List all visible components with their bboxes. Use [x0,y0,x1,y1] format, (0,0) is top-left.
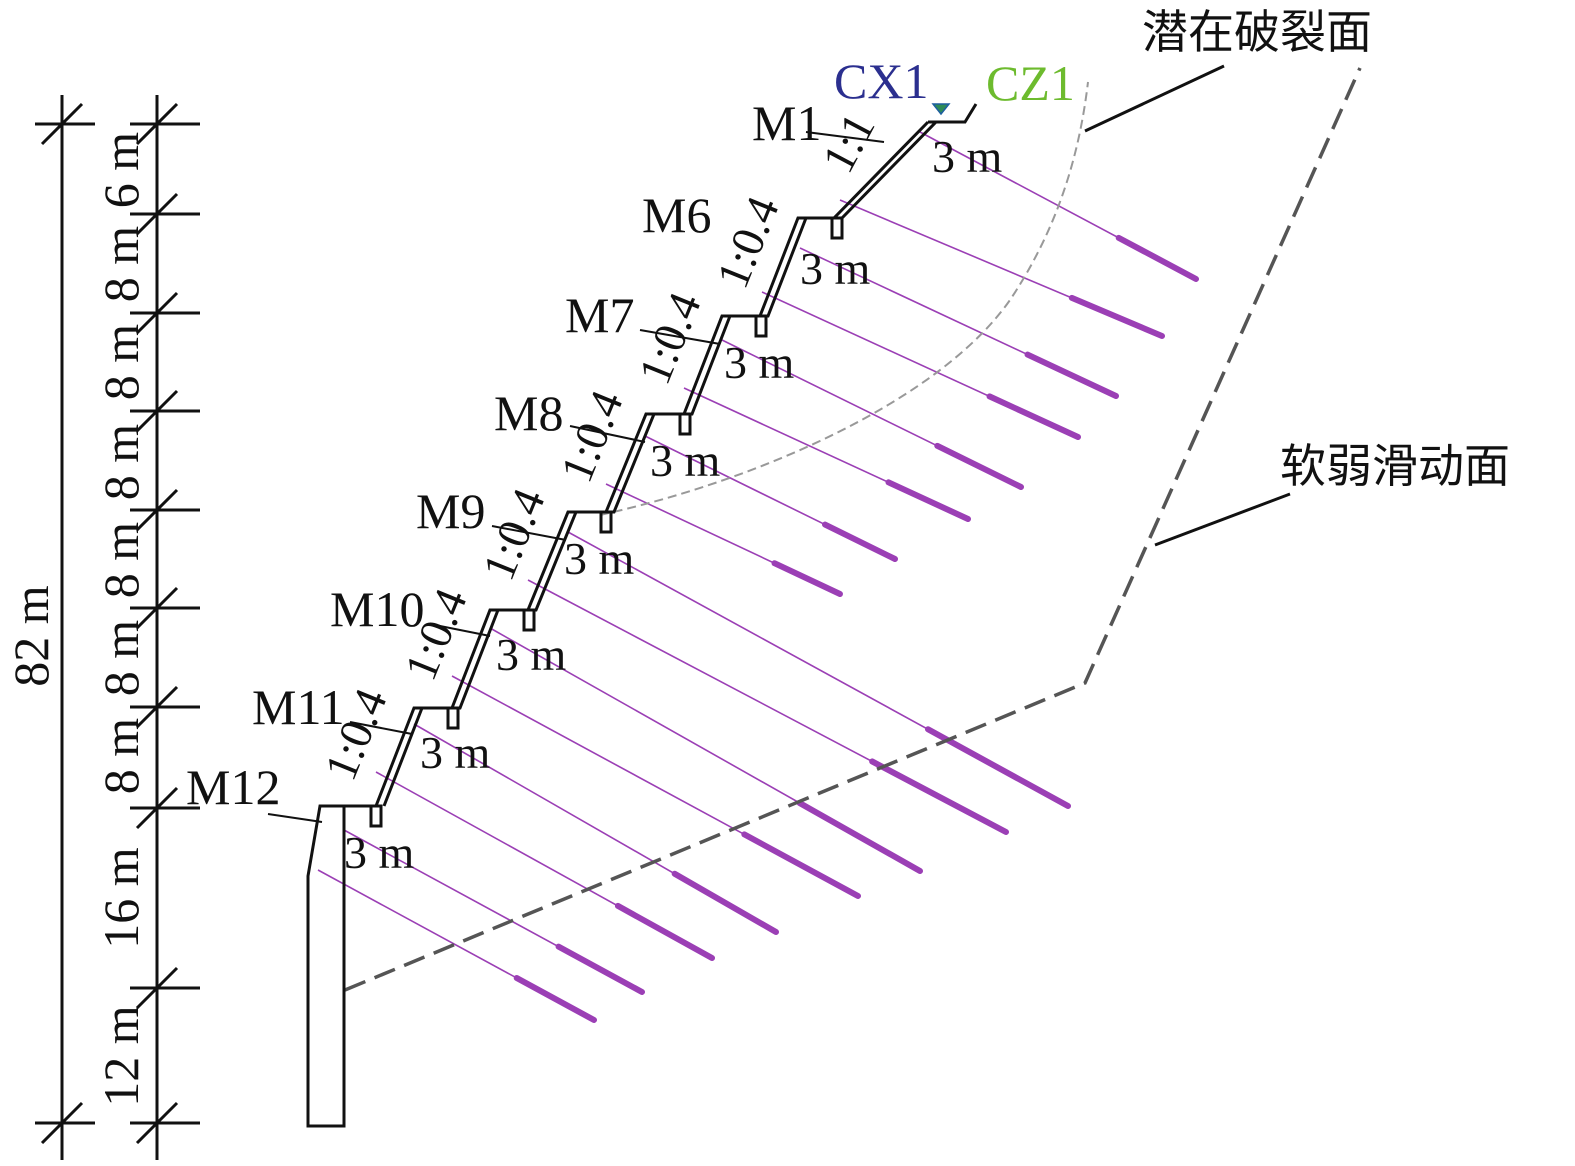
dimension-tick-slash [135,786,179,830]
dimension-lines [35,95,159,1160]
slope-profile [306,103,978,1128]
dimension-tick-slash [135,102,179,146]
potential-failure-surface [599,81,1089,516]
bench-id-label: M6 [642,187,711,243]
berm-width-label: 3 m [932,131,1003,182]
dimension-tick-slash [135,966,179,1010]
slope-ratio-labels: 1:1 1:0.4 1:0.4 1:0.4 1:0.4 1:0.4 1:0.4 [315,105,885,787]
anchor-bond-segment [986,393,1081,440]
inner-ticks [130,102,200,1145]
anchor-group [317,131,1199,1023]
segment-label: 8 m [93,718,149,795]
crest-line [928,103,978,124]
anchor-bond-segment [822,521,898,562]
cx-monitor-label: CX1 [834,53,928,109]
segment-label: 8 m [93,424,149,501]
anchor-bond-segment [925,726,1071,809]
bench-id-label: M9 [416,483,485,539]
outer-tick-bottom-d [40,1101,84,1145]
bench-leader [639,329,721,345]
bench-id-label: M8 [494,385,563,441]
bench-block [446,706,460,730]
bench-labels: M1 M6 M7 M8 M9 M10 M11 M12 [186,95,885,823]
berm-width-label: 3 m [564,533,635,584]
anchor-bond-segment [771,560,843,597]
anchor-bond-segment [555,943,645,995]
dimension-tick-slash [135,192,179,236]
anchor-bond-segment [614,902,715,961]
berm-width-label: 3 m [724,337,795,388]
segment-label: 6 m [93,132,149,209]
bench-id-label: M7 [565,287,634,343]
bench-leader [491,525,567,541]
dimension-tick-slash [135,389,179,433]
bench-leader [569,425,646,443]
anchor-bond-segment [741,831,861,899]
anchor-bond-segment [513,975,597,1023]
bench-block [754,314,768,338]
dimension-tick-slash [135,291,179,335]
anchor-bond-segment [885,479,971,522]
bench-block [678,412,692,436]
dimension-tick-slash [135,1101,179,1145]
bench-block [369,804,383,828]
total-height-label: 82 m [3,585,59,687]
weak-surface-leader [1154,492,1291,547]
slope-face-inner [382,120,938,807]
segment-labels: 6 m 8 m 8 m 8 m 8 m 8 m 8 m 8 m 16 m 12 … [93,132,149,1107]
bench-leader [429,623,491,637]
segment-label: 8 m [93,226,149,303]
dimension-tick-slash [135,488,179,532]
bench-id-label: M12 [186,759,280,815]
berm-labels: 3 m 3 m 3 m 3 m 3 m 3 m 3 m 3 m [344,131,1003,878]
weak-slip-surface [344,67,1362,992]
bench-id-label: M1 [752,95,821,151]
anchor-bond-segment [1024,351,1119,399]
dimension-tick-slash [135,586,179,630]
berm-width-label: 3 m [800,243,871,294]
anchor-bond-segment [869,758,1009,835]
cz-monitor-label: CZ1 [986,55,1075,111]
dimension-tick-slash [135,685,179,729]
segment-label: 8 m [93,324,149,401]
berm-width-label: 3 m [496,629,567,680]
bench-leader [349,721,413,735]
segment-label: 8 m [93,620,149,697]
slope-ratio-label: 1:0.4 [707,189,789,295]
outer-tick-top-d [40,102,84,146]
bench-leader [267,813,323,823]
bench-id-label: M10 [330,581,424,637]
potential-surface-leader [1084,64,1225,133]
berm-width-label: 3 m [344,827,415,878]
potential-surface-label: 潜在破裂面 [1142,5,1372,59]
bench-block [522,608,536,632]
anchor-bond-segment [796,799,923,874]
weak-surface-label: 软弱滑动面 [1280,439,1510,493]
berm-width-label: 3 m [650,435,721,486]
bench-id-label: M11 [252,679,345,735]
anchor-bond-segment [1115,234,1199,282]
bench-leader [805,131,885,143]
bench-block [599,510,613,534]
anchor-bond-segment [1068,294,1165,339]
anchor-bond-segment [934,442,1024,490]
bench-block [830,216,844,240]
segment-label: 8 m [93,522,149,599]
monitor-marker-icon [931,103,951,116]
segment-label: 16 m [93,847,149,949]
berm-width-label: 3 m [420,727,491,778]
segment-label: 12 m [93,1005,149,1107]
slope-ratio-label: 1:1 [812,105,885,181]
anchor-bond-segment [671,870,779,935]
